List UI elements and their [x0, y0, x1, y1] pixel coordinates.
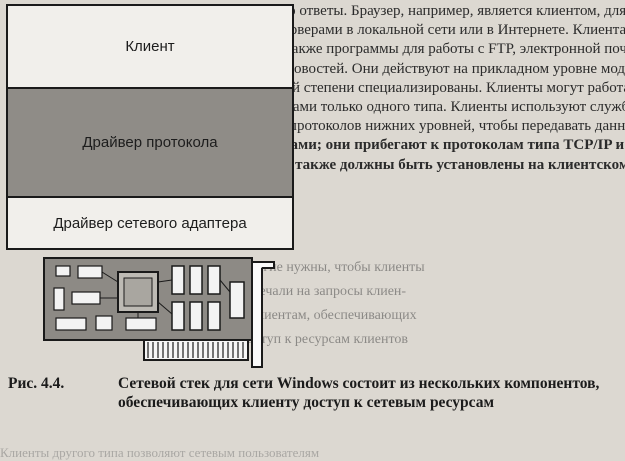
figure-caption-text: Сетевой стек для сети Windows состоит из… [118, 375, 600, 411]
client-layer: Клиент [8, 6, 292, 89]
text-line: отвечали на запросы клиен- [240, 284, 407, 299]
bracket-top [252, 261, 275, 269]
resistor [71, 291, 101, 305]
resistor [125, 317, 157, 331]
capacitor [95, 315, 113, 331]
memory-chip [189, 301, 203, 331]
protocol-driver-layer: Драйвер протокола [8, 89, 292, 198]
text-line: ресурсами только одного типа. Клиенты ис… [250, 98, 625, 115]
background-paragraph: от него ответы. Браузер, например, являе… [250, 2, 625, 175]
network-card-illustration [43, 257, 275, 368]
connector-pins [147, 342, 244, 358]
bottom-text-line: Клиенты другого типа позволяют сетевым п… [0, 446, 320, 460]
text-line: стеки протоколов нижних уровней, чтобы п… [250, 118, 625, 135]
edge-connector [143, 339, 249, 361]
text-line: пами новостей. Они действуют на прикладн… [250, 60, 625, 77]
memory-chip [207, 265, 221, 295]
resistor [55, 317, 87, 331]
text-line: веб-серверами в локальной сети или в Инт… [250, 22, 625, 39]
client-layer-label: Клиент [125, 38, 175, 55]
text-line: от него ответы. Браузер, например, являе… [250, 3, 625, 19]
text-line: Другие нужны, чтобы клиенты [240, 260, 425, 275]
text-line: службами; они прибегают к протоколам тип… [250, 137, 625, 154]
text-line: ются также программы для работы с FTP, э… [250, 41, 625, 58]
text-line: высшей степени специализированы. Клиенты… [250, 79, 625, 96]
memory-chip [189, 265, 203, 295]
adapter-driver-layer: Драйвер сетевого адаптера [8, 198, 292, 248]
side-paragraph: Другие нужны, чтобы клиенты отвечали на … [240, 256, 625, 352]
capacitor [55, 265, 71, 277]
text-line: доступ к ресурсам клиентов [240, 332, 408, 347]
main-chip-core [123, 277, 153, 307]
adapter-driver-label: Драйвер сетевого адаптера [53, 214, 247, 232]
memory-chip [171, 301, 185, 331]
circuit-traces [100, 271, 231, 318]
network-stack-diagram: Клиент Драйвер протокола Драйвер сетевог… [6, 4, 294, 250]
port-chip [229, 281, 245, 319]
resistor [53, 287, 65, 311]
memory-chip [171, 265, 185, 295]
figure-number: Рис. 4.4. [8, 375, 65, 392]
protocol-driver-label: Драйвер протокола [82, 134, 218, 151]
memory-chip [207, 301, 221, 331]
resistor [77, 265, 103, 279]
text-line: к клиентам, обеспечивающих [240, 308, 417, 323]
text-line: торые также должны быть установлены на к… [250, 156, 625, 173]
card-bracket [251, 261, 263, 368]
